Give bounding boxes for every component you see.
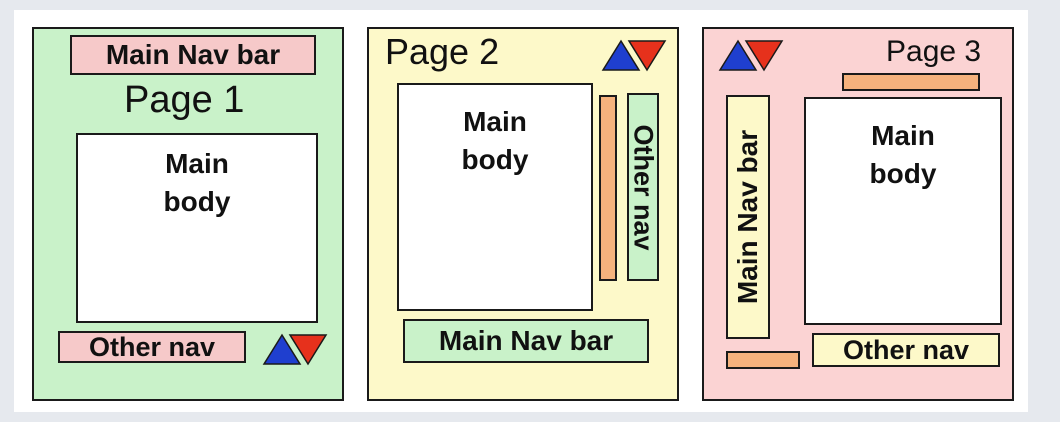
page-3-other-nav: Other nav xyxy=(812,333,1000,367)
triangle-down-icon xyxy=(627,40,667,72)
page-1-body-line-2: body xyxy=(163,186,231,217)
page-2-panel: Page 2 Main body Other nav Main Nav bar xyxy=(367,27,679,401)
page-3-panel: Page 3 Main Nav bar Main body Other nav xyxy=(702,27,1014,401)
page-1-main-nav-bar: Main Nav bar xyxy=(70,35,316,75)
page-2-nav-arrows xyxy=(601,39,667,72)
page-3-nav-arrows xyxy=(718,39,784,72)
page-1-panel: Main Nav bar Page 1 Main body Other nav xyxy=(32,27,344,401)
page-3-main-nav-label: Main Nav bar xyxy=(732,129,763,305)
triangle-up-icon xyxy=(601,39,641,71)
page-1-nav-arrows xyxy=(262,333,328,366)
page-3-main-body: Main body xyxy=(804,97,1002,325)
page-3-title: Page 3 xyxy=(886,35,982,68)
page-2-other-nav-label: Other nav xyxy=(628,123,659,251)
page-3-body-line-1: Main xyxy=(871,120,935,151)
page-2-title: Page 2 xyxy=(385,31,500,72)
page-1-main-nav-label: Main Nav bar xyxy=(105,39,281,70)
page-3-bottom-orange-strip xyxy=(726,351,800,369)
triangle-up-icon xyxy=(718,39,758,71)
page-2-other-nav: Other nav xyxy=(627,93,659,281)
page-2-main-nav-label: Main Nav bar xyxy=(438,325,614,356)
page-2-main-nav-bar: Main Nav bar xyxy=(403,319,649,363)
triangle-down-icon xyxy=(744,40,784,72)
page-1-other-nav: Other nav xyxy=(58,331,246,363)
page-2-body-line-1: Main xyxy=(463,106,527,137)
page-1-body-line-1: Main xyxy=(165,148,229,179)
triangle-down-icon xyxy=(288,334,328,366)
page-1-other-nav-label: Other nav xyxy=(88,331,216,362)
page-3-body-line-2: body xyxy=(869,158,937,189)
page-2-body-line-2: body xyxy=(461,144,529,175)
page-3-main-nav-bar: Main Nav bar xyxy=(726,95,770,339)
page-3-other-nav-label: Other nav xyxy=(842,334,970,365)
page-1-title: Page 1 xyxy=(124,79,245,121)
triangle-up-icon xyxy=(262,333,302,365)
page-1-main-body: Main body xyxy=(76,133,318,323)
page-2-orange-strip xyxy=(599,95,617,281)
page-2-main-body: Main body xyxy=(397,83,593,311)
page-3-top-orange-strip xyxy=(842,73,980,91)
